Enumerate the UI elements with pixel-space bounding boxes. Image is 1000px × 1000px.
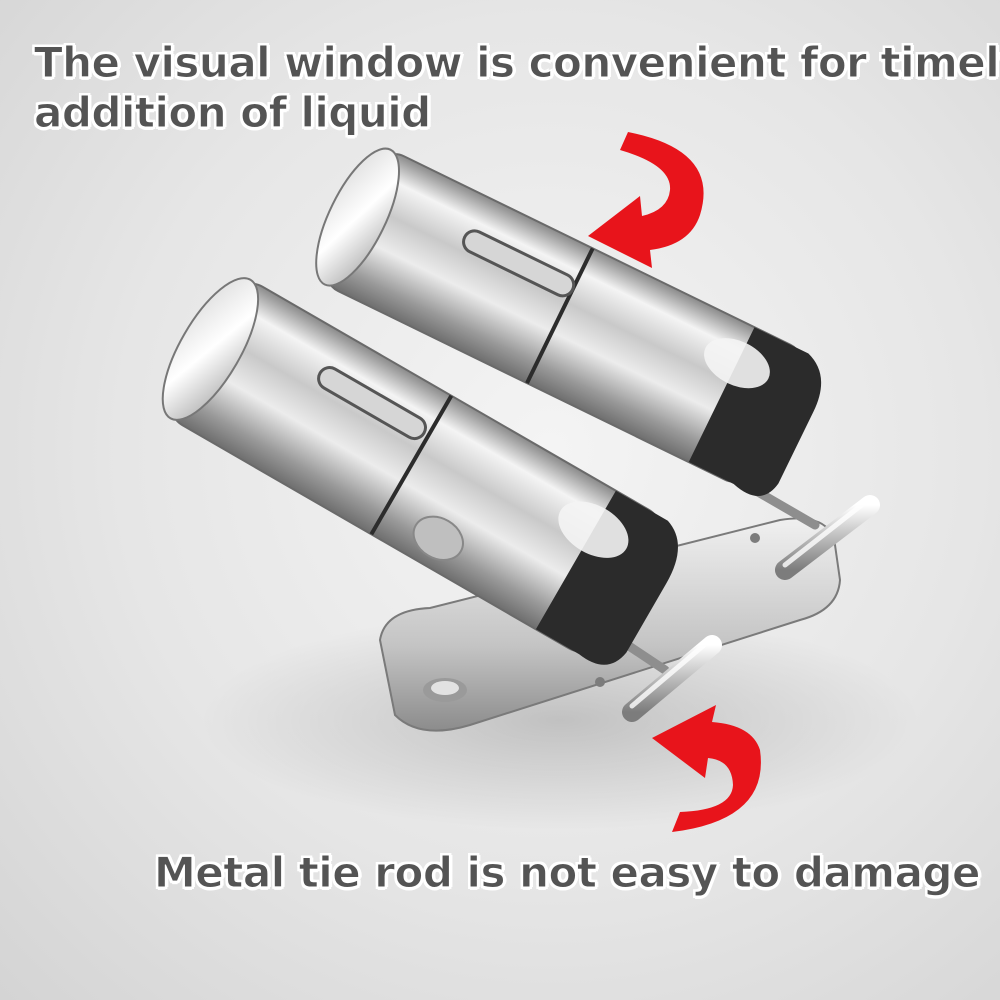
caption-top-line1: The visual window is convenient for time…: [33, 38, 1000, 88]
caption-metal-tie-rod: Metal tie rod is not easy to damage: [154, 848, 981, 898]
visual-window-front: [317, 366, 427, 441]
visual-window-back: [462, 229, 576, 298]
curved-arrow-down-left-icon: [588, 132, 704, 268]
caption-top-line2: addition of liquid: [34, 88, 432, 138]
caption-visual-window: The visual window is convenient for time…: [33, 38, 1000, 138]
dispenser-bottle-front: [161, 277, 678, 665]
curved-arrow-up-left-icon: [652, 705, 761, 832]
dispenser-bottle-back: [315, 147, 822, 497]
